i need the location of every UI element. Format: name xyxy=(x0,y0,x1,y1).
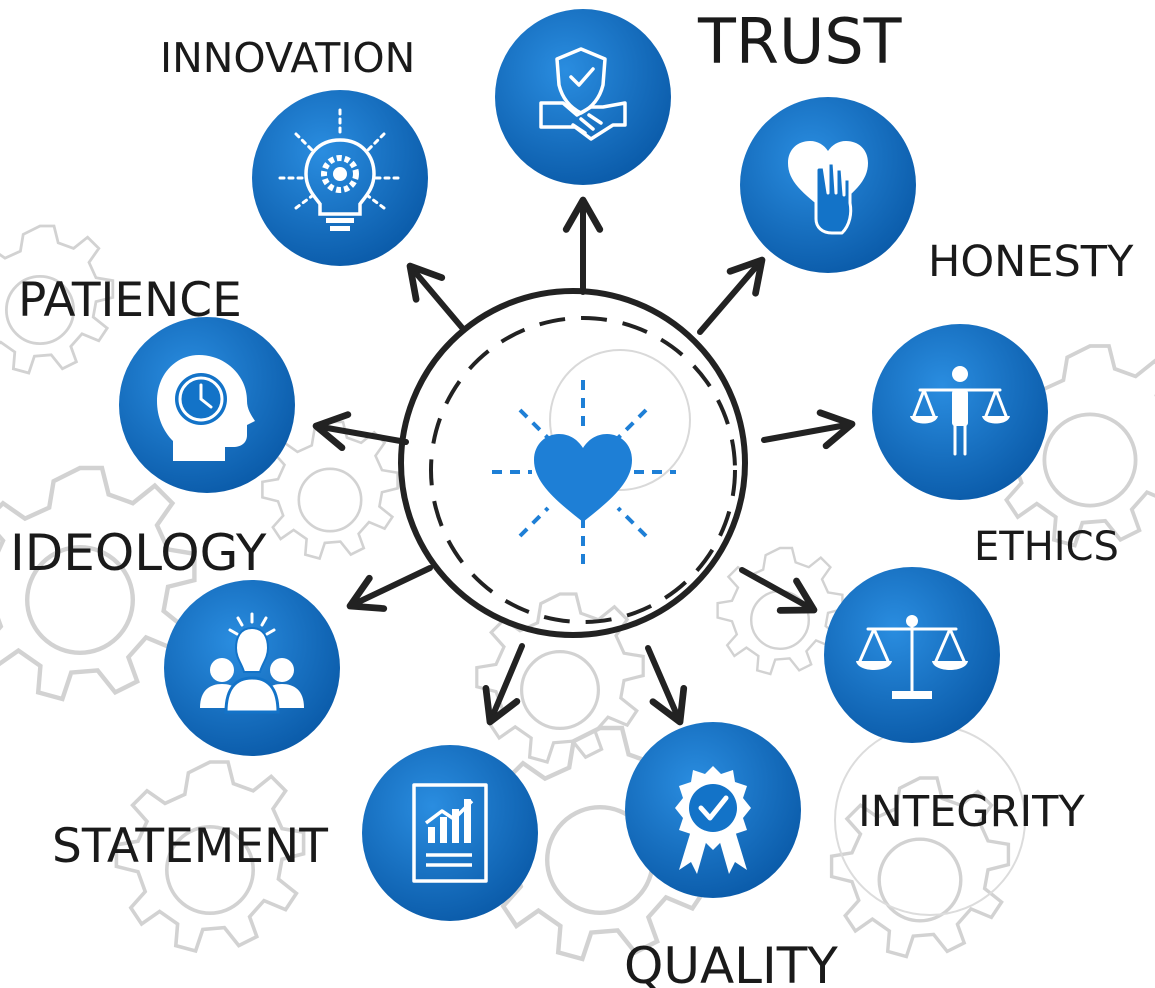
shield-handshake-icon xyxy=(539,47,627,141)
label-honesty: HONESTY xyxy=(928,237,1134,287)
label-ideology: IDEOLOGY xyxy=(10,524,267,582)
label-ethics: ETHICS xyxy=(974,524,1119,570)
node-honesty xyxy=(740,97,916,273)
node-patience xyxy=(119,317,295,493)
report-chart-icon xyxy=(412,783,488,883)
label-trust: TRUST xyxy=(697,5,903,78)
node-ideology xyxy=(164,580,340,756)
hub-outer-ring xyxy=(398,288,748,638)
heart-hand-icon xyxy=(788,141,868,235)
node-statement xyxy=(362,745,538,921)
node-ethics xyxy=(872,324,1048,500)
node-integrity xyxy=(824,567,1000,743)
scales-icon xyxy=(856,615,968,699)
value-labels: TRUST HONESTY ETHICS INTEGRITY QUALITY S… xyxy=(10,5,1134,988)
person-balance-icon xyxy=(910,366,1010,456)
label-quality: QUALITY xyxy=(624,937,838,988)
connector-arrows xyxy=(312,196,856,726)
award-badge-icon xyxy=(675,766,751,874)
label-innovation: INNOVATION xyxy=(160,34,415,82)
label-integrity: INTEGRITY xyxy=(858,787,1085,837)
hub-dashed-ring xyxy=(429,316,737,624)
node-innovation xyxy=(252,90,428,266)
node-trust xyxy=(495,9,671,185)
heart-with-rays-icon xyxy=(492,380,676,566)
group-idea-icon xyxy=(200,612,304,714)
lightbulb-gear-icon xyxy=(278,108,402,231)
central-hub xyxy=(398,288,748,638)
head-clock-icon xyxy=(157,355,255,461)
node-quality xyxy=(625,722,801,898)
label-statement: STATEMENT xyxy=(52,819,328,874)
label-patience: PATIENCE xyxy=(18,273,242,328)
